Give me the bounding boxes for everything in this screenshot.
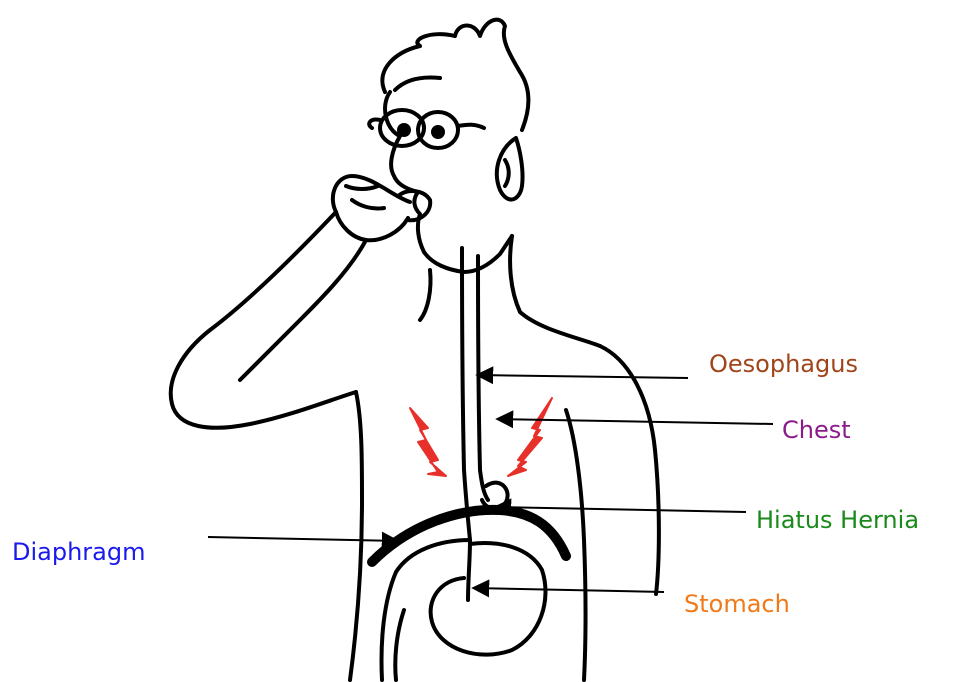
arm-inner [240,240,366,380]
label-diaphragm: Diaphragm [12,538,146,566]
stomach-arrow [473,588,664,592]
hair [382,20,528,130]
neck-right [510,236,600,346]
stomach-outline [382,540,546,680]
neck-left [420,270,431,320]
label-oesophagus: Oesophagus [709,350,858,378]
torso-right [600,346,659,594]
hiatus-hernia-arrow [495,507,746,512]
torso-right-inner [566,410,586,680]
person-drawing [171,20,659,680]
pain-bolt-icon [508,398,552,476]
label-stomach: Stomach [684,590,790,618]
diaphragm-arrow [208,537,398,541]
face-profile [385,92,512,272]
oesophagus-tube-left [462,248,470,600]
arm-upper [171,212,356,428]
torso-left [350,392,362,680]
label-chest: Chest [782,416,851,444]
oesophagus-tube-right [478,256,488,500]
hand [333,176,410,240]
oesophagus-arrow [477,375,688,378]
pain-bolt-icon [410,408,446,476]
label-hiatus-hernia: Hiatus Hernia [756,506,919,534]
glasses [369,110,484,148]
